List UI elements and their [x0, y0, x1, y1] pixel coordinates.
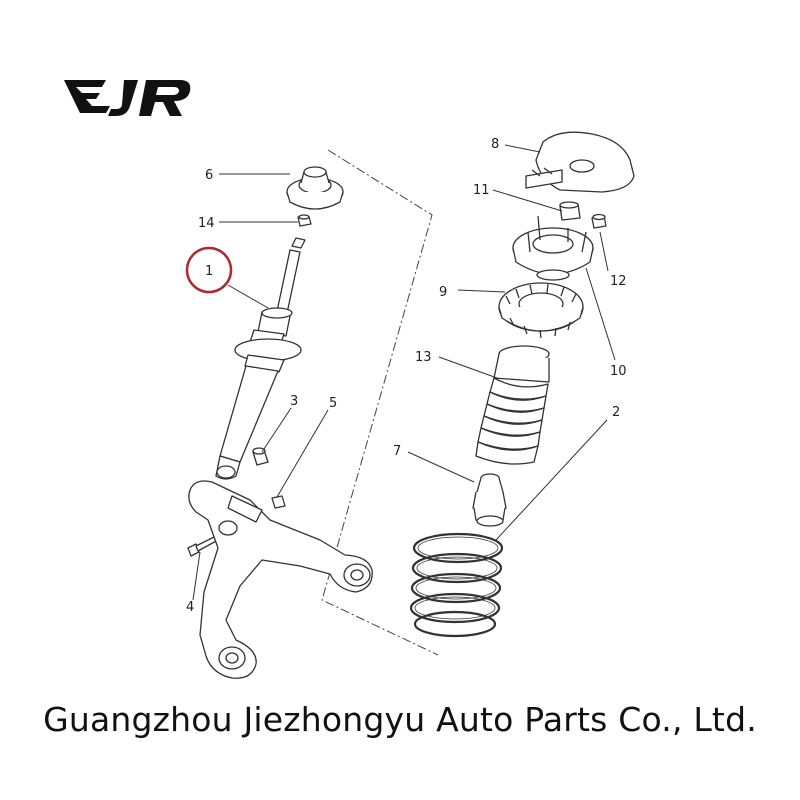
callout-6: 6: [205, 168, 213, 183]
part-9-spring-seat: [498, 282, 584, 339]
callout-12: 12: [610, 274, 627, 289]
part-4-bolt: [187, 535, 219, 557]
part-12-nut: [591, 213, 607, 229]
part-7-bump-stop: [472, 473, 507, 527]
callout-5: 5: [329, 396, 337, 411]
part-1-shock-absorber: [215, 237, 306, 480]
callout-8: 8: [491, 137, 499, 152]
callout-1: 1: [205, 264, 213, 279]
part-2-coil-spring: [409, 532, 504, 638]
brand-logo: [64, 80, 191, 116]
leader-lines: [192, 144, 616, 601]
part-14-nut: [297, 214, 312, 227]
callout-labels: 1 2 3 4 5 6 7 8 9 10 11 12 13 14: [186, 137, 627, 615]
callout-3: 3: [290, 394, 298, 409]
part-6-upper-mount: [286, 166, 344, 210]
callout-14: 14: [198, 216, 215, 231]
callout-11: 11: [473, 183, 490, 198]
part-10-strut-mount: [512, 215, 594, 281]
callout-10: 10: [610, 364, 627, 379]
callout-2: 2: [612, 405, 620, 420]
callout-7: 7: [393, 444, 401, 459]
part-3-bushing: [252, 447, 269, 466]
part-8-top-cover: [525, 131, 635, 193]
callout-4: 4: [186, 600, 194, 615]
company-name: Guangzhou Jiezhongyu Auto Parts Co., Ltd…: [43, 700, 757, 739]
highlight-circle: [185, 246, 233, 294]
part-13-dust-boot: [475, 345, 550, 465]
callout-13: 13: [415, 350, 432, 365]
lower-control-arm: [188, 480, 373, 679]
callout-9: 9: [439, 285, 447, 300]
part-5-nut: [271, 495, 286, 509]
part-11-bushing: [559, 201, 581, 221]
